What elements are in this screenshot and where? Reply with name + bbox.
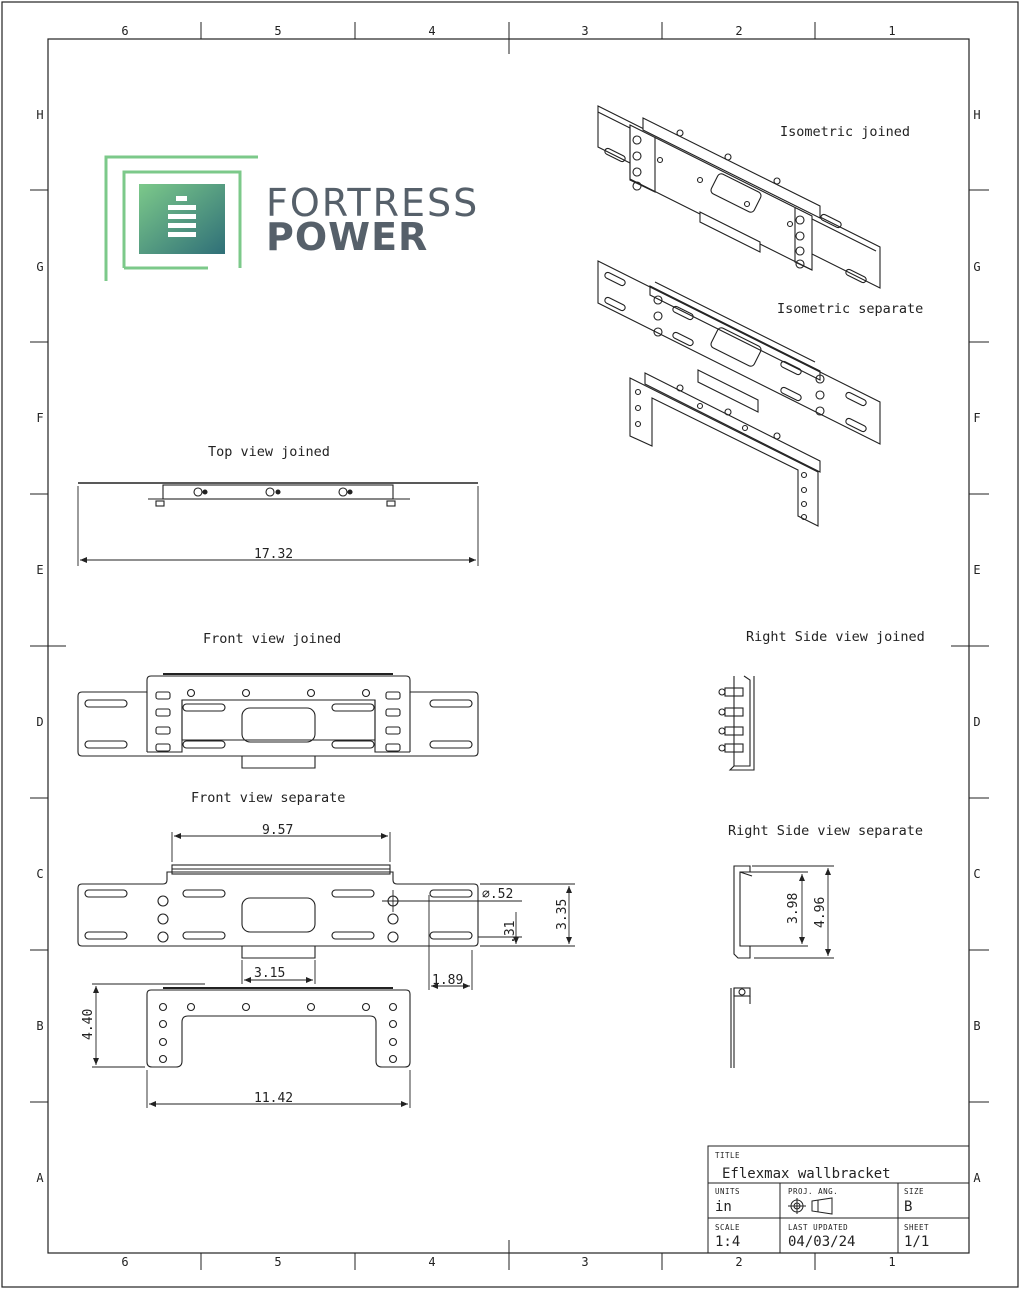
dim-text-side-outer: 4.96 <box>813 897 828 928</box>
front-view-separate-upper <box>77 864 479 959</box>
front-view-joined <box>77 673 479 769</box>
dim-text-edge-to-hole: 1.89 <box>432 973 463 988</box>
label-front-separate: Front view separate <box>191 790 345 806</box>
dim-text-plate-height: 3.35 <box>555 899 570 930</box>
zone-row-label: C <box>36 867 43 881</box>
zone-column-label: 1 <box>888 1255 895 1269</box>
sheet-value: 1/1 <box>904 1234 929 1250</box>
column-labels-top: 6 5 4 3 2 1 <box>121 24 895 38</box>
top-view-joined <box>78 482 478 507</box>
zone-row-label: C <box>973 867 980 881</box>
projection-symbol-icon <box>788 1197 833 1215</box>
zone-column-label: 6 <box>121 1255 128 1269</box>
dim-text-lower-height: 4.40 <box>81 1009 96 1040</box>
zone-column-label: 3 <box>581 1255 588 1269</box>
zone-row-label: G <box>36 260 43 274</box>
zone-row-label: H <box>973 108 980 122</box>
zone-column-label: 4 <box>428 1255 435 1269</box>
label-isometric-joined: Isometric joined <box>780 124 910 140</box>
title-block <box>707 1145 970 1254</box>
dim-text-upper-width: 9.57 <box>262 823 293 838</box>
zone-row-label: E <box>973 563 980 577</box>
dim-text-overall-width: 17.32 <box>254 547 293 562</box>
isometric-separate-view <box>597 260 881 527</box>
size-label: SIZE <box>904 1187 924 1196</box>
zone-row-label: E <box>36 563 43 577</box>
units-label: UNITS <box>715 1187 740 1196</box>
dim-lines-front-separate <box>92 832 575 1108</box>
column-labels-bottom: 6 5 4 3 2 1 <box>121 1255 895 1269</box>
scale-label: SCALE <box>715 1223 740 1232</box>
updated-value: 04/03/24 <box>788 1234 855 1250</box>
label-front-joined: Front view joined <box>203 631 341 647</box>
right-side-view-separate <box>730 865 753 1068</box>
zone-row-label: A <box>36 1171 44 1185</box>
zone-row-label: D <box>973 715 980 729</box>
title-label: TITLE <box>715 1151 740 1160</box>
zone-column-label: 1 <box>888 24 895 38</box>
proj-label: PROJ. ANG. <box>788 1187 838 1196</box>
zone-column-label: 5 <box>274 24 281 38</box>
dim-text-side-inner: 3.98 <box>786 893 801 924</box>
label-right-joined: Right Side view joined <box>746 629 925 645</box>
front-view-separate-lower <box>146 987 411 1068</box>
dim-text-hole-dia: ⌀.52 <box>482 887 513 902</box>
zone-column-label: 6 <box>121 24 128 38</box>
right-side-view-joined <box>718 675 755 771</box>
dim-text-tab-width: 3.15 <box>254 966 285 981</box>
scale-value: 1:4 <box>715 1234 740 1250</box>
zone-row-label: D <box>36 715 43 729</box>
dim-text-lower-width: 11.42 <box>254 1091 293 1106</box>
label-top-joined: Top view joined <box>208 444 330 460</box>
zone-row-label: B <box>36 1019 43 1033</box>
sheet-label: SHEET <box>904 1223 929 1232</box>
dim-overall-width <box>77 486 479 566</box>
isometric-joined-view <box>597 105 881 289</box>
zone-column-label: 3 <box>581 24 588 38</box>
logo-line1: FORTRESS <box>266 181 479 225</box>
zone-column-label: 5 <box>274 1255 281 1269</box>
row-labels-left: H G F E D C B A <box>36 108 44 1185</box>
label-right-separate: Right Side view separate <box>728 823 923 839</box>
dim-lines-right-separate <box>750 865 834 959</box>
zone-row-label: H <box>36 108 43 122</box>
zone-row-label: F <box>36 411 43 425</box>
updated-label: LAST UPDATED <box>788 1223 848 1232</box>
zone-column-label: 4 <box>428 24 435 38</box>
size-value: B <box>904 1199 912 1215</box>
row-labels-right: H G F E D C B A <box>973 108 981 1185</box>
units-value: in <box>715 1199 732 1215</box>
zone-column-label: 2 <box>735 1255 742 1269</box>
label-isometric-separate: Isometric separate <box>777 301 923 317</box>
zone-row-label: B <box>973 1019 980 1033</box>
drawing-title: Eflexmax wallbracket <box>722 1166 891 1182</box>
fortress-power-logo: FORTRESS POWER <box>104 155 479 281</box>
dim-text-offset: .31 <box>503 921 518 944</box>
zone-row-label: G <box>973 260 980 274</box>
logo-line2: POWER <box>266 215 428 259</box>
zone-ticks <box>30 22 989 1270</box>
zone-column-label: 2 <box>735 24 742 38</box>
zone-row-label: A <box>973 1171 981 1185</box>
zone-row-label: F <box>973 411 980 425</box>
